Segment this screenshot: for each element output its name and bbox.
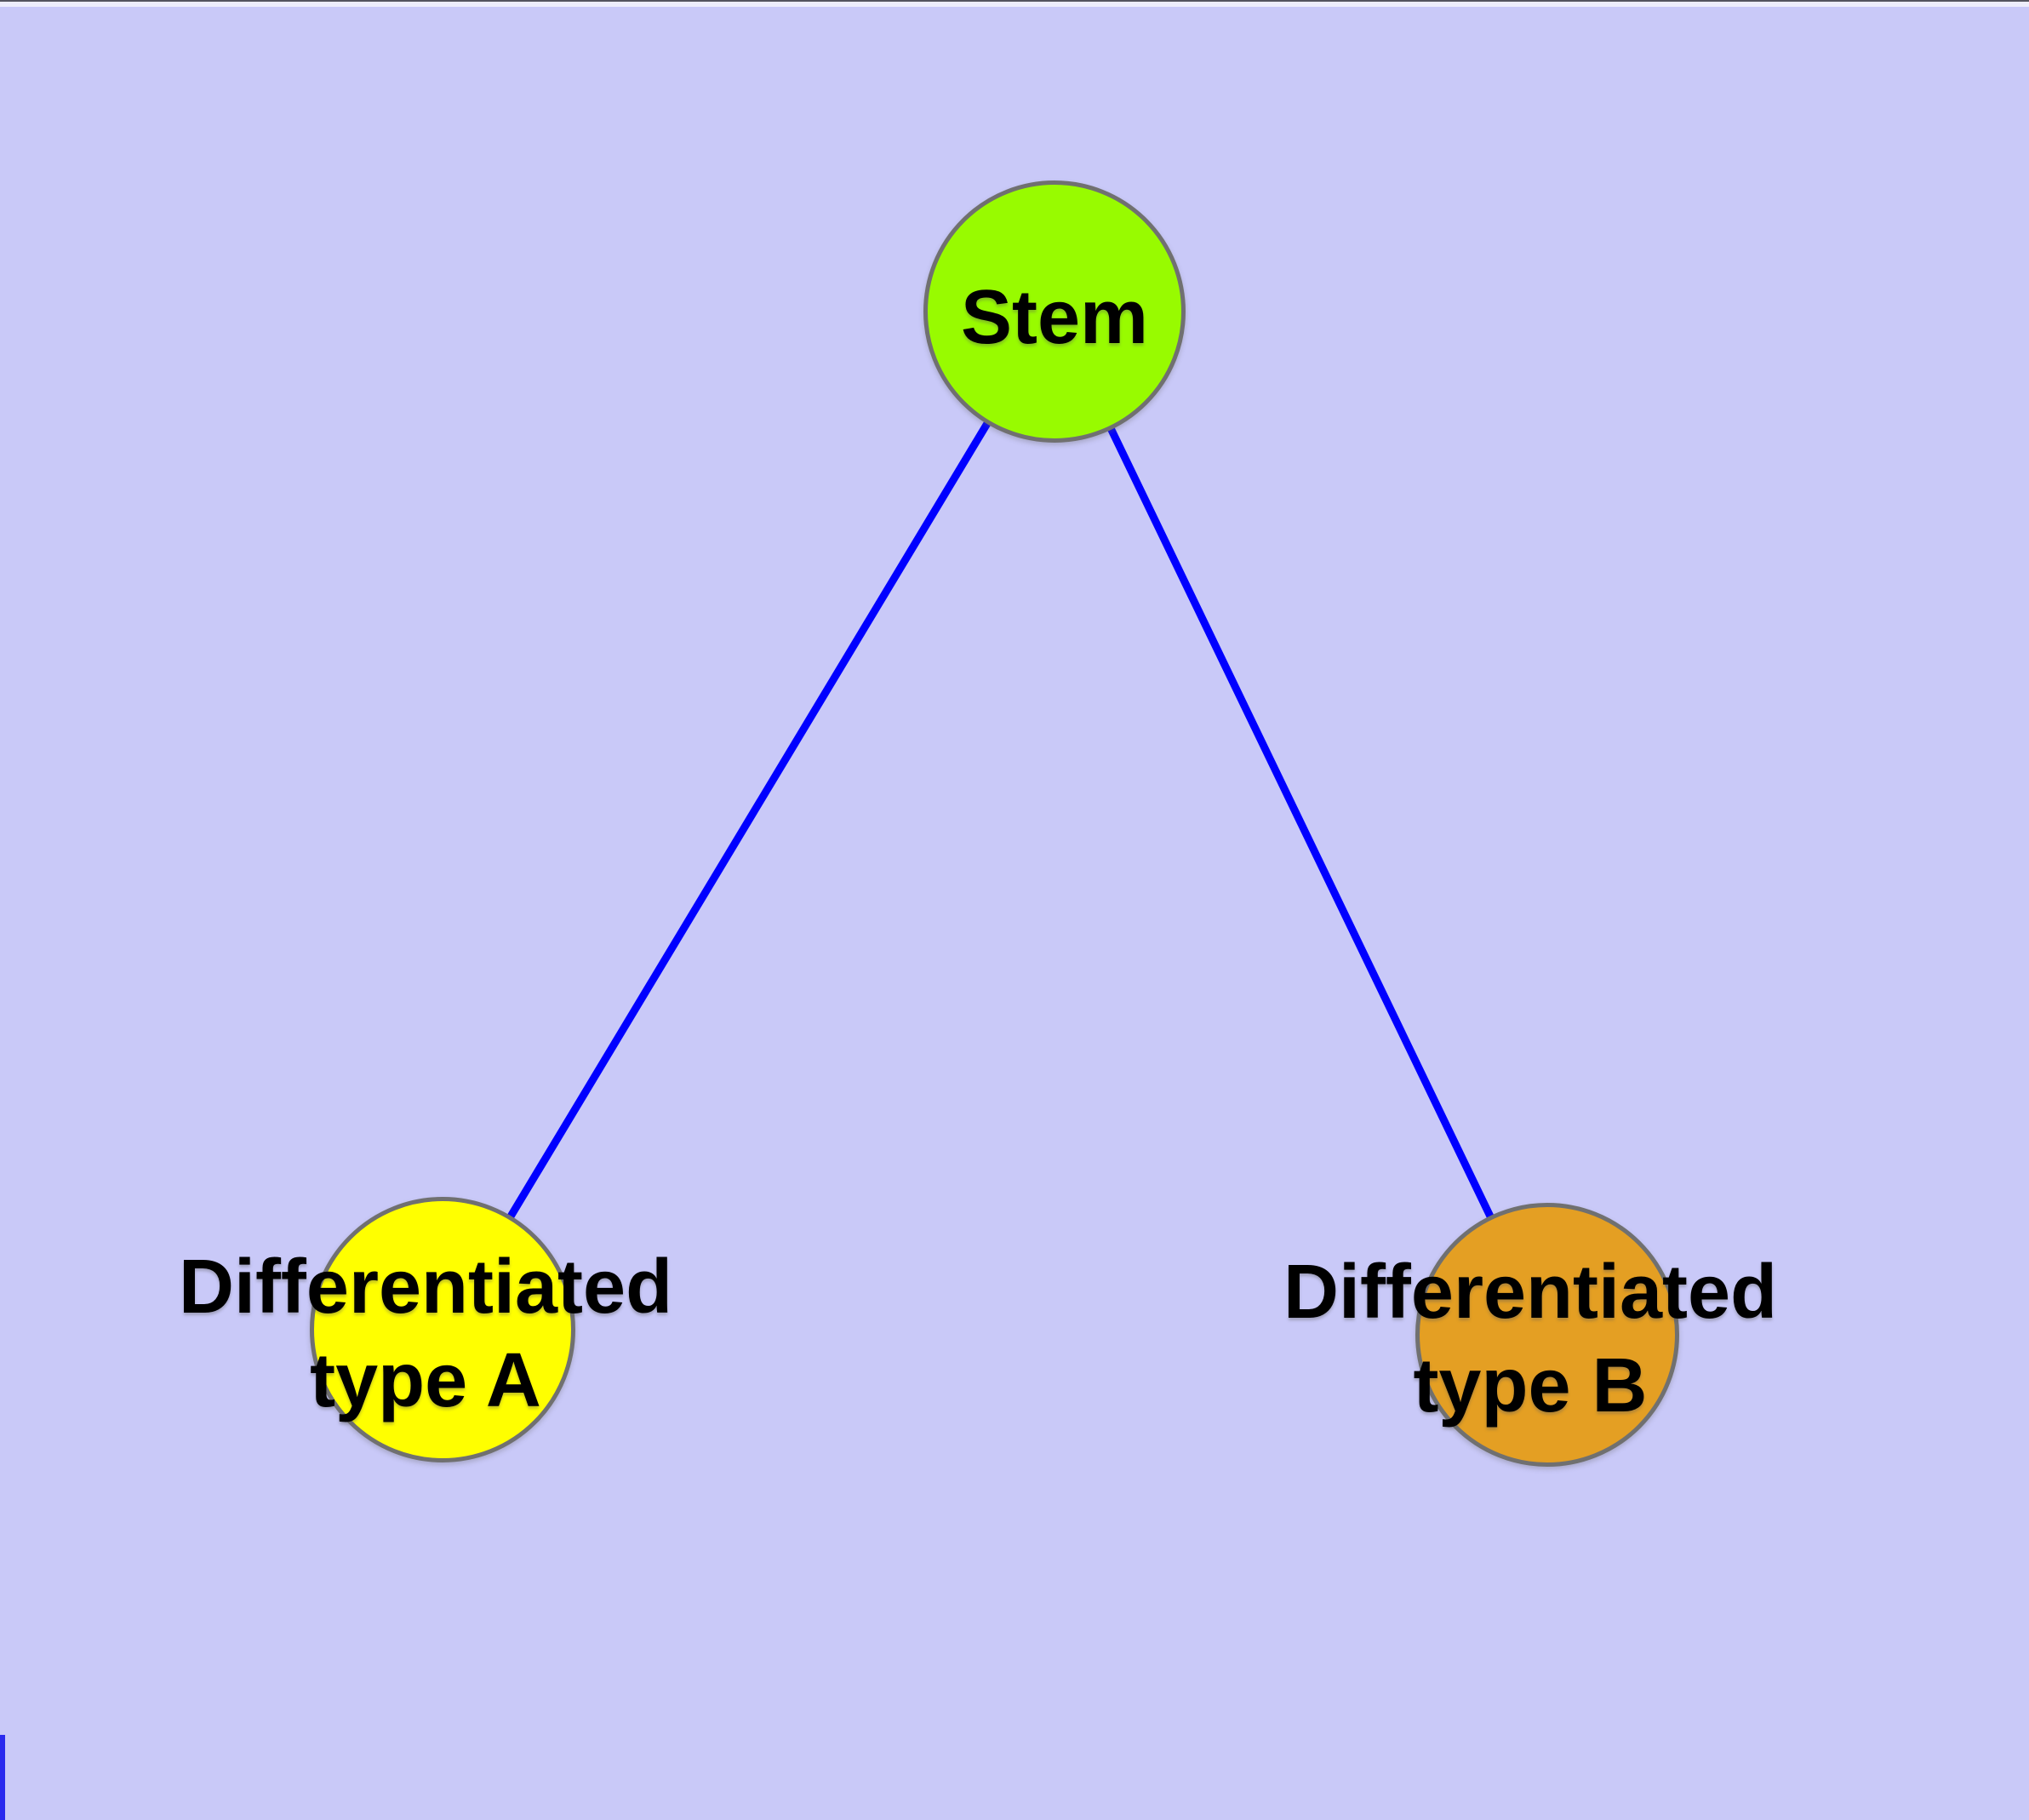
node-stem: Stem <box>923 180 1186 443</box>
node-stem-label: Stem <box>961 271 1148 364</box>
node-differentiated-type-b: Differentiated type B <box>1283 1203 1777 1467</box>
node-differentiated-type-b-label-line2: type B <box>1413 1343 1648 1428</box>
node-differentiated-type-a-label-line2: type A <box>310 1338 541 1423</box>
window-top-edge <box>0 0 2029 7</box>
node-differentiated-type-a-label: Differentiated type A <box>179 1240 672 1428</box>
node-differentiated-type-b-label: Differentiated type B <box>1283 1245 1777 1433</box>
node-differentiated-type-b-label-line1: Differentiated <box>1283 1250 1778 1335</box>
edge-stem-to-type-a <box>439 309 1058 1332</box>
node-differentiated-type-a: Differentiated type A <box>179 1197 672 1462</box>
node-stem-label-line1: Stem <box>960 275 1149 360</box>
edge-stem-to-type-b <box>1050 310 1552 1336</box>
window-left-edge-artifact <box>0 1735 5 1820</box>
node-differentiated-type-a-label-line1: Differentiated <box>178 1245 673 1330</box>
